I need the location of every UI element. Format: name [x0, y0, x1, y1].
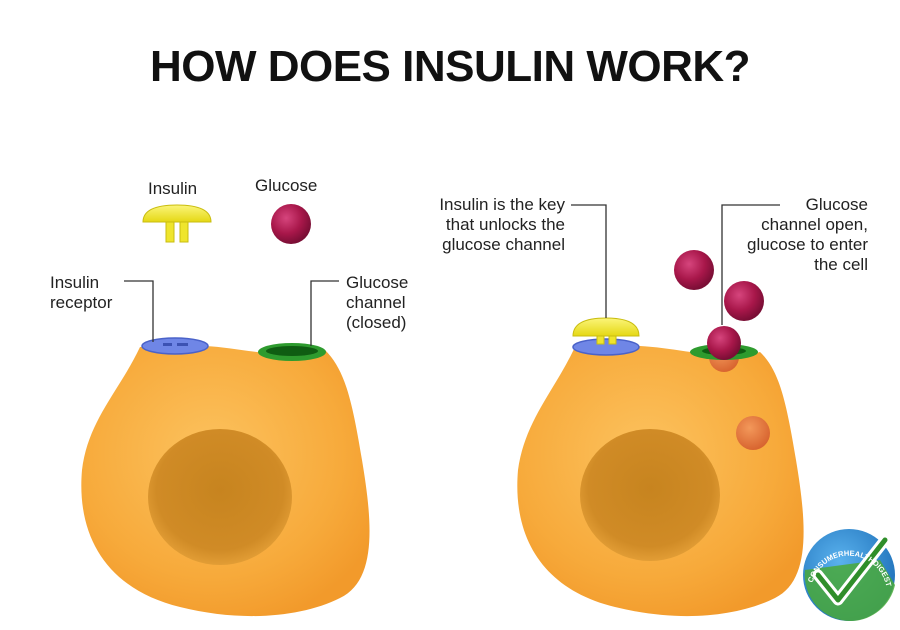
leader-receptor	[124, 280, 154, 342]
floating-glucose-icon	[724, 281, 764, 321]
leader-closed-channel	[310, 280, 339, 346]
right-cell-nucleus	[580, 429, 720, 561]
insulin-key-label: Insulin is the key that unlocks the gluc…	[439, 195, 565, 254]
page-title: HOW DOES INSULIN WORK?	[149, 42, 751, 91]
legend-insulin-icon	[142, 204, 212, 243]
left-cell	[81, 337, 370, 617]
right-insulin-receptor-icon	[572, 338, 640, 356]
right-cell	[517, 250, 804, 617]
left-glucose-channel-closed-icon	[258, 343, 326, 361]
leader-lines	[124, 204, 780, 346]
floating-glucose-icon	[674, 250, 714, 290]
entering-glucose-icon	[707, 326, 741, 360]
leader-key	[571, 204, 607, 318]
left-insulin-receptor-icon	[141, 337, 209, 355]
legend-glucose-icon	[271, 204, 311, 244]
left-cell-nucleus	[148, 429, 292, 565]
glucose-channel-closed-label: Glucose channel (closed)	[346, 273, 409, 332]
insulin-receptor-label: Insulin receptor	[50, 273, 113, 312]
legend-insulin-label: Insulin	[148, 179, 198, 198]
glucose-channel-open-label: Glucose channel open, glucose to enter t…	[747, 195, 868, 274]
leader-open-channel	[721, 204, 780, 325]
absorbed-glucose-icon	[736, 416, 770, 450]
legend-glucose-label: Glucose	[255, 176, 318, 195]
